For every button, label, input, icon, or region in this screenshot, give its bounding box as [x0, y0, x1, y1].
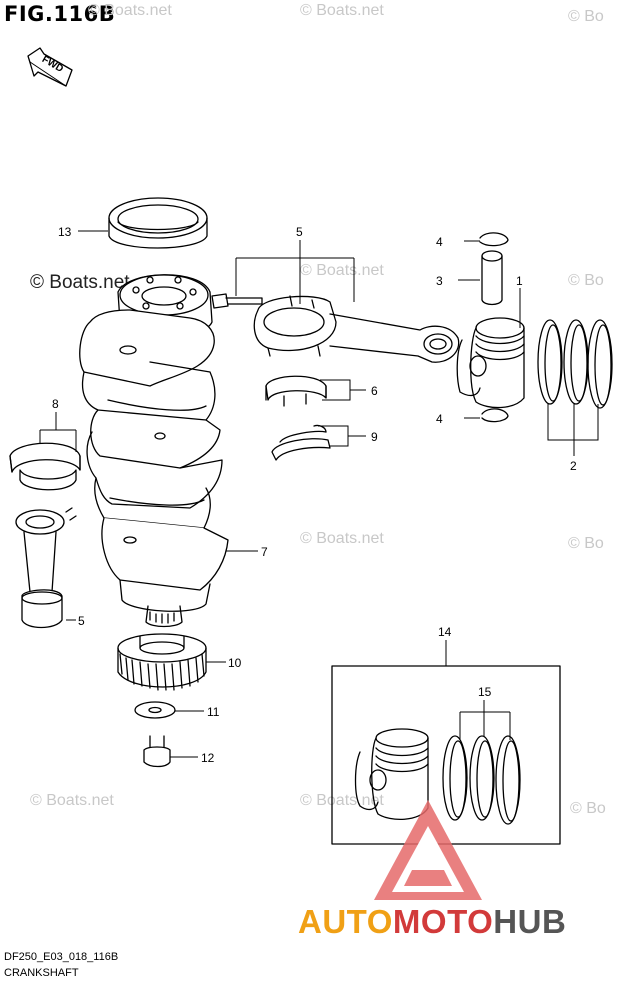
callout-4: 4: [436, 412, 443, 426]
callout-15: 15: [478, 685, 492, 699]
callout-7: 7: [261, 545, 268, 559]
watermark: © Boats.net: [30, 792, 114, 809]
washer-part: [134, 701, 176, 719]
thrust-bearing-part: [271, 424, 331, 461]
watermark: © Boats.net: [300, 792, 384, 809]
watermark: © Bo: [568, 8, 604, 25]
watermark: © Boats.net: [300, 262, 384, 279]
callout-13: 13: [58, 225, 72, 239]
brand-part-hub: HUB: [493, 903, 567, 940]
callout-3: 3: [436, 274, 443, 288]
crankshaft-part: [79, 274, 229, 628]
brand-part-auto: AUTO: [298, 903, 393, 940]
watermark: © Boats.net: [30, 272, 130, 293]
callout-9: 9: [371, 430, 378, 444]
crank-bolt-part: [143, 735, 171, 768]
watermark: © Bo: [570, 800, 606, 817]
callout-1: 1: [516, 274, 523, 288]
oil-seal-part: [108, 197, 208, 249]
callout-labels: 13 5 4 3 1 4 6 9 2 8 5 7 10 11 12 14 15: [52, 225, 577, 765]
piston-part: [456, 317, 525, 409]
callout-11: 11: [207, 705, 220, 719]
callout-12: 12: [201, 751, 215, 765]
callout-4: 4: [436, 235, 443, 249]
watermark: © Boats.net: [300, 530, 384, 547]
callout-10: 10: [228, 656, 242, 670]
piston-pin-part: [481, 250, 503, 306]
connecting-rod-part-2: [15, 507, 77, 629]
piston-pin-circlip-part: [479, 232, 509, 423]
figure-code: DF250_E03_018_116B: [4, 951, 119, 963]
callout-14: 14: [438, 625, 452, 639]
crank-gear-part: [117, 633, 207, 691]
figure-title: FIG.116B: [4, 2, 116, 26]
watermark: © Bo: [568, 535, 604, 552]
piston-assembly-box: [331, 665, 561, 845]
watermark: © Boats.net: [88, 2, 172, 19]
brand-logo-text: AUTOMOTOHUB: [298, 903, 566, 941]
callout-2: 2: [570, 459, 577, 473]
rod-bolt-part: [211, 293, 263, 309]
leader-lines: [39, 230, 599, 758]
brand-logo-icon: [374, 800, 482, 900]
callout-5: 5: [78, 614, 85, 628]
watermark: © Bo: [568, 272, 604, 289]
callout-6: 6: [371, 384, 378, 398]
brand-part-moto: MOTO: [392, 903, 494, 940]
connecting-rod-part: [253, 295, 460, 363]
watermark: © Boats.net: [300, 2, 384, 19]
callout-5: 5: [296, 225, 303, 239]
crank-bearing-part: [265, 375, 327, 407]
piston-ring-part: [537, 319, 613, 409]
callout-8: 8: [52, 397, 59, 411]
figure-name: CRANKSHAFT: [4, 967, 79, 979]
fwd-arrow-icon: [27, 47, 73, 87]
rod-bearing-part: [9, 442, 81, 491]
